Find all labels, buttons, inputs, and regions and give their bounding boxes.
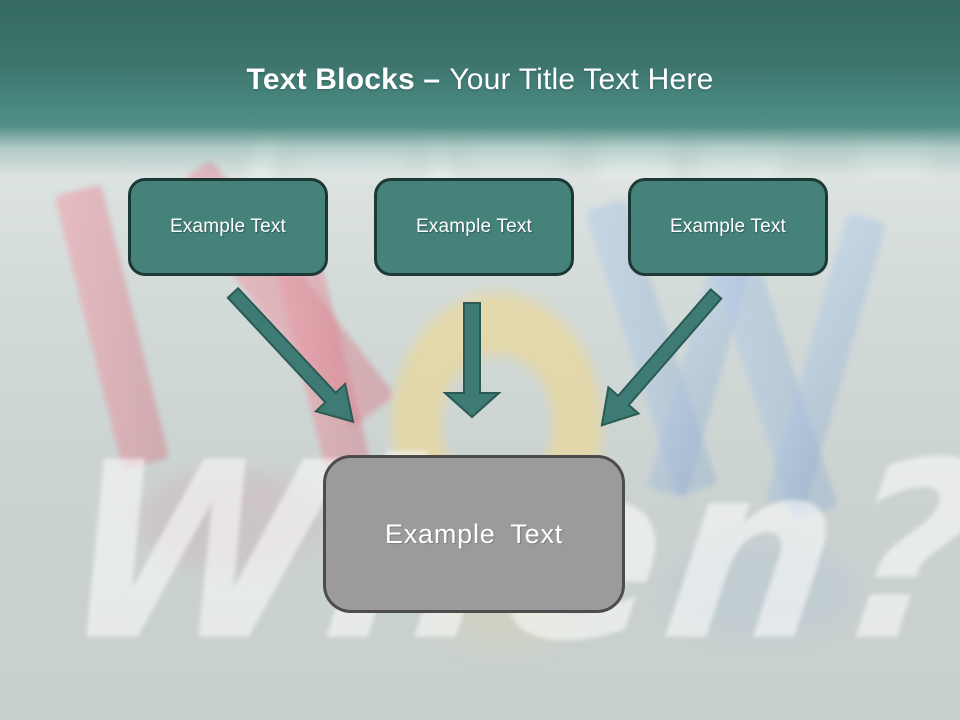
title-bold-part: Text Blocks – [246, 63, 441, 96]
slide-title[interactable]: Text Blocks –Your Title Text Here [0, 58, 960, 102]
example-block-1[interactable]: Example Text [128, 178, 328, 276]
bg-reflection [660, 540, 860, 640]
title-regular-part: Your Title Text Here [449, 63, 714, 96]
example-block-2[interactable]: Example Text [374, 178, 574, 276]
result-block[interactable]: Example Text [323, 455, 625, 613]
bg-reflection [140, 470, 320, 570]
example-block-3[interactable]: Example Text [628, 178, 828, 276]
example-block-2-label: Example Text [415, 216, 533, 237]
arrow-down-left-diagonal[interactable] [587, 281, 731, 439]
arrow-down-right-diagonal[interactable] [218, 279, 367, 435]
result-block-label: Example Text [384, 518, 564, 549]
example-block-1-label: Example Text [169, 216, 287, 237]
arrow-straight-down[interactable] [442, 302, 502, 419]
example-block-3-label: Example Text [669, 216, 787, 237]
header-band: Text Blocks –Your Title Text Here [0, 0, 960, 176]
